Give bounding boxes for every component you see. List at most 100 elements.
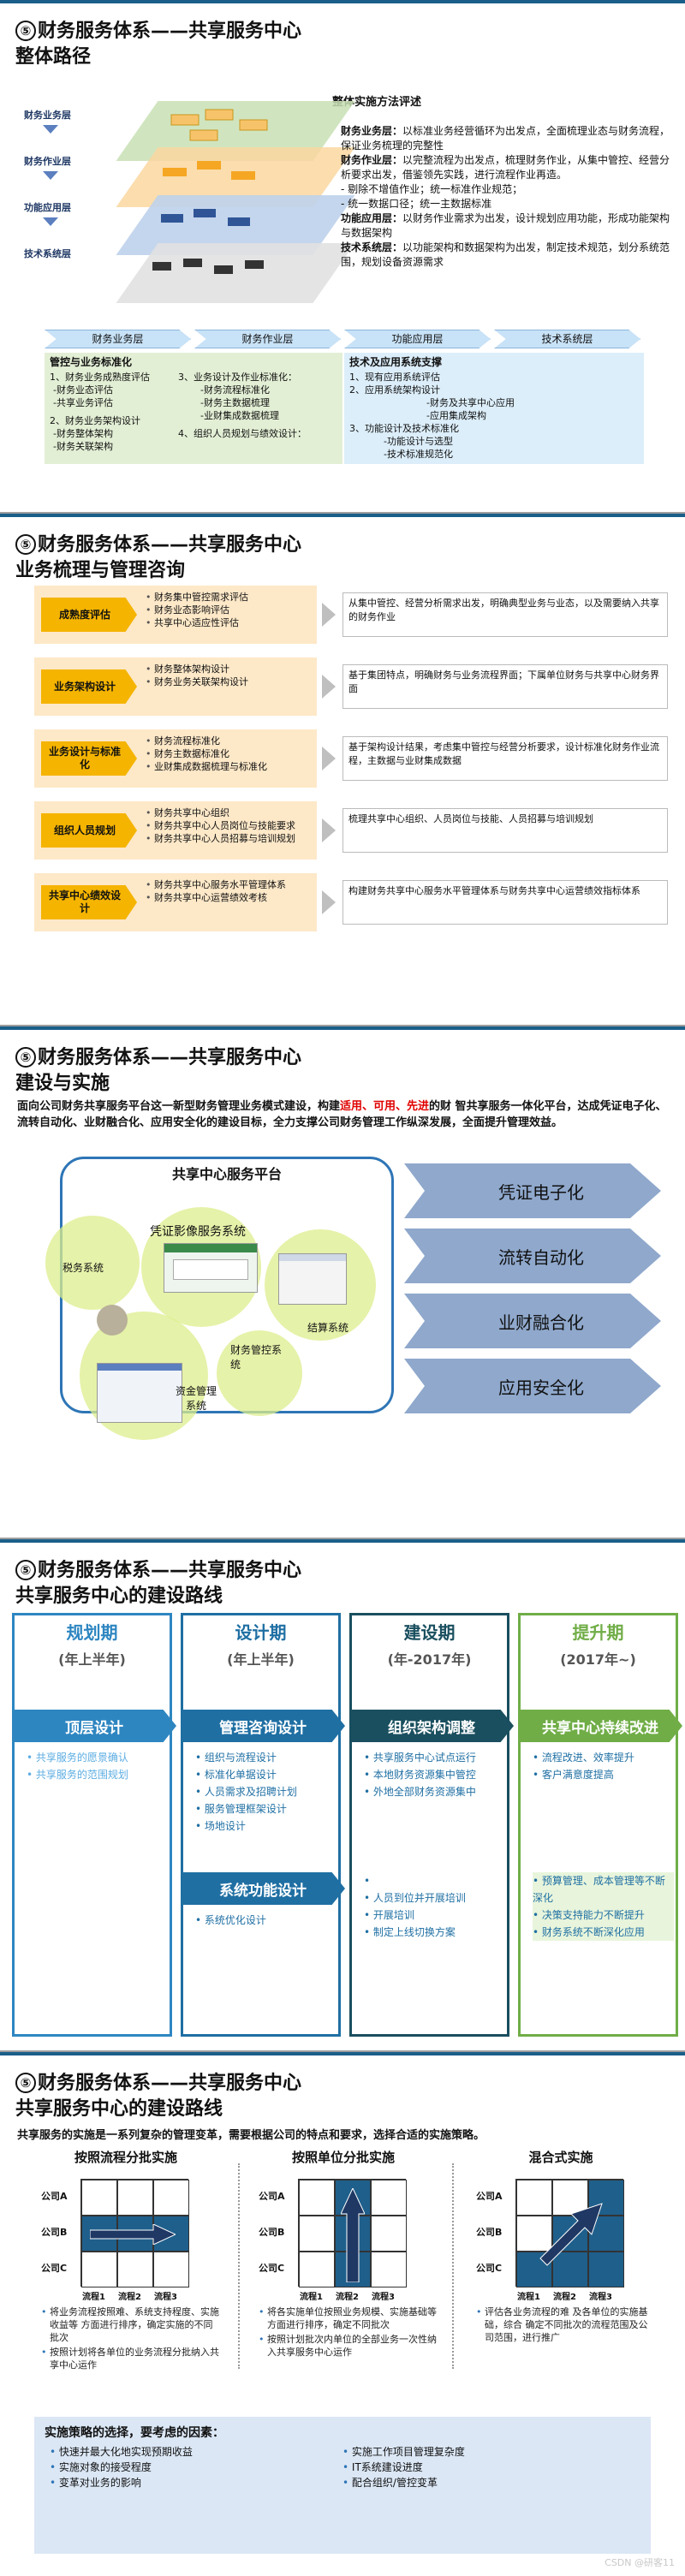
phase-band: 组织架构调整 [349,1710,514,1742]
top-accent-bar [0,514,685,517]
box-line: -技术标准规范化 [349,448,639,461]
row-key: 共享中心绩效设计 [41,885,137,919]
consulting-row: 业务设计与标准化 财务流程标准化财务主数据标准化业财集成数据梳理与标准化 基于架… [34,729,668,788]
row-item: 财务共享中心人员岗位与技能要求 [146,819,317,832]
slide-title: ⑤财务服务体系——共享服务中心 共享服务中心的建设路线 [15,1558,301,1609]
title-line-1: 财务服务体系——共享服务中心 [38,1560,301,1581]
label-operation: 财务作业层： [341,154,402,166]
row-item: 财务共享中心组织 [146,806,317,819]
row-items: 财务集中管控需求评估财务业态影响评估共享中心适应性评估 [146,591,317,629]
phase-items-2: 人员到位并开展培训开展培训制定上线切换方案 [364,1872,505,1941]
phase-item: 人员到位并开展培训 [364,1889,505,1907]
strategy-grid [298,2179,406,2287]
phase-items: 共享服务中心试点运行本地财务资源集中管控外地全部财务资源集中 [364,1749,505,1800]
factors-box: 实施策略的选择，要考虑的因素： 快速并最大化地实现预期收益 实施对象的接受程度 … [34,2417,651,2554]
watermark: CSDN @研客11 [605,2555,675,2569]
phase-item: 本地财务资源集中管控 [364,1766,505,1783]
phase-items: 组织与流程设计标准化单据设计人员需求及招聘计划服务管理框架设计场地设计 [195,1749,337,1835]
factors-right: 实施工作项目管理复杂度 IT系统建设进度 配合组织/管控变革 [342,2444,465,2490]
row-items: 财务共享中心服务水平管理体系财务共享中心运营绩效考核 [146,878,317,904]
module-control: 财务管控系统 [230,1342,290,1371]
row-item: 财务主数据标准化 [146,747,317,760]
arrow-right-icon [322,675,336,699]
phase-item [364,1872,505,1889]
row-label: 公司B [476,2225,502,2239]
title-line-2: 共享服务中心的建设路线 [15,1585,223,1607]
tech-support-box: 技术及应用系统支撑 1、现有应用系统评估 2、应用系统架构设计 -财务及共享中心… [344,353,644,464]
phase-item: 人员需求及招聘计划 [195,1783,337,1800]
column-label: 流程1 [82,2289,105,2302]
row-label: 公司B [41,2225,67,2239]
column-label: 流程2 [336,2289,359,2302]
row-key: 业务架构设计 [41,669,137,704]
module-capital: 资金管理系统 [172,1383,220,1413]
box-heading: 管控与业务标准化 [50,356,337,369]
intro-text: 共享服务的实施是一系列复杂的管理变革，需要根据公司的特点和要求，选择合适的实施策… [17,2126,485,2142]
grid-cell [371,2180,407,2216]
top-accent-bar [0,2052,685,2055]
tab-tech: 技术系统层 [494,330,640,348]
phase-item: 财务系统不断深化应用 [533,1924,674,1941]
column-label: 流程2 [118,2289,141,2302]
phase-item: 系统优化设计 [195,1912,337,1929]
row-description: 基于集团特点，明确财务与业务流程界面；下属单位财务与共享中心财务界面 [342,664,668,709]
phase-item: 标准化单据设计 [195,1766,337,1783]
grid-cell [299,2252,335,2287]
factor-item: 实施对象的接受程度 [50,2460,193,2475]
goal-voucher: 凭证电子化 [404,1163,661,1218]
phase-column: 建设期 (年-2017年) 组织架构调整 共享服务中心试点运行本地财务资源集中管… [349,1613,509,2037]
row-key: 成熟度评估 [41,598,137,632]
row-label: 公司C [259,2261,284,2275]
goal-integration: 业财融合化 [404,1294,661,1348]
box-line: 1、财务业务成熟度评估 [50,371,178,384]
layer-label-function: 功能应用层 [24,200,71,214]
factor-item: 配合组织/管控变革 [342,2475,465,2490]
phase-item: 预算管理、成本管理等不断深化 [533,1872,674,1907]
row-description: 从集中管控、经营分析需求出发，明确典型业务与业态，以及需要纳入共享的财务作业 [342,592,668,637]
phase-item: 流程改进、效率提升 [533,1749,674,1766]
phase-item: 组织与流程设计 [195,1749,337,1766]
screenshot-capital [97,1363,182,1423]
row-key: 组织人员规划 [41,813,137,848]
factor-item: IT系统建设进度 [342,2460,465,2475]
section-number: ⑤ [15,21,36,41]
grid-cell [371,2252,407,2287]
phase-item: 外地全部财务资源集中 [364,1783,505,1800]
box-line: -共享业务评估 [50,396,178,409]
desc-operation-b: - 统一数据口径；统一主数据标准 [341,197,676,211]
phase-column: 提升期 (2017年~) 共享中心持续改进 流程改进、效率提升客户满意度提高 预… [518,1613,678,2037]
factor-item: 实施工作项目管理复杂度 [342,2444,465,2460]
phase-items-2: 系统优化设计 [195,1912,337,1929]
phase-items-2: 预算管理、成本管理等不断深化决策支持能力不断提升财务系统不断深化应用 [533,1872,674,1941]
box-line: -业财集成数据梳理 [178,409,337,422]
arrow-down-icon [43,217,58,226]
phase-period: (年上半年) [15,1648,170,1669]
layer-blocks [111,101,325,306]
grid-cell [81,2252,117,2287]
box-line: 2、财务业务架构设计 [50,414,178,427]
row-item: 财务共享中心服务水平管理体系 [146,878,317,891]
strategy-point: 将业务流程按照难、系统支持程度、实施收益等 方面进行排序，确定实施的不同批次 [41,2305,221,2344]
tab-function: 功能应用层 [344,330,491,348]
row-items: 财务共享中心组织财务共享中心人员岗位与技能要求财务共享中心人员招募与培训规划 [146,806,317,845]
box-col-1: 1、财务业务成熟度评估 -财务业态评估 -共享业务评估 2、财务业务架构设计 -… [50,371,178,453]
phase-item: 共享服务的范围规划 [27,1766,168,1783]
top-accent-bar [0,0,685,3]
box-line: 3、业务设计及作业标准化： [178,371,337,384]
platform-title: 共享中心服务平台 [63,1163,391,1183]
slide-strategy: ⑤财务服务体系——共享服务中心 共享服务中心的建设路线 共享服务的实施是一系列复… [0,2052,685,2576]
title-line-2: 共享服务中心的建设路线 [15,2098,223,2120]
row-description: 梳理共享中心组织、人员岗位与技能、人员招募与培训规划 [342,808,668,853]
column-label: 流程3 [372,2289,395,2302]
label-function: 功能应用层： [341,212,402,224]
row-item: 财务业务关联架构设计 [146,675,317,688]
row-item: 财务流程标准化 [146,735,317,747]
layer-description: 财务业务层：以标准业务经营循环为出发点，全面梳理业态与财务流程，保证业务梳理的完… [341,124,676,270]
strategy-grid [515,2179,623,2287]
phase-item: 场地设计 [195,1817,337,1835]
top-accent-bar [0,1539,685,1543]
